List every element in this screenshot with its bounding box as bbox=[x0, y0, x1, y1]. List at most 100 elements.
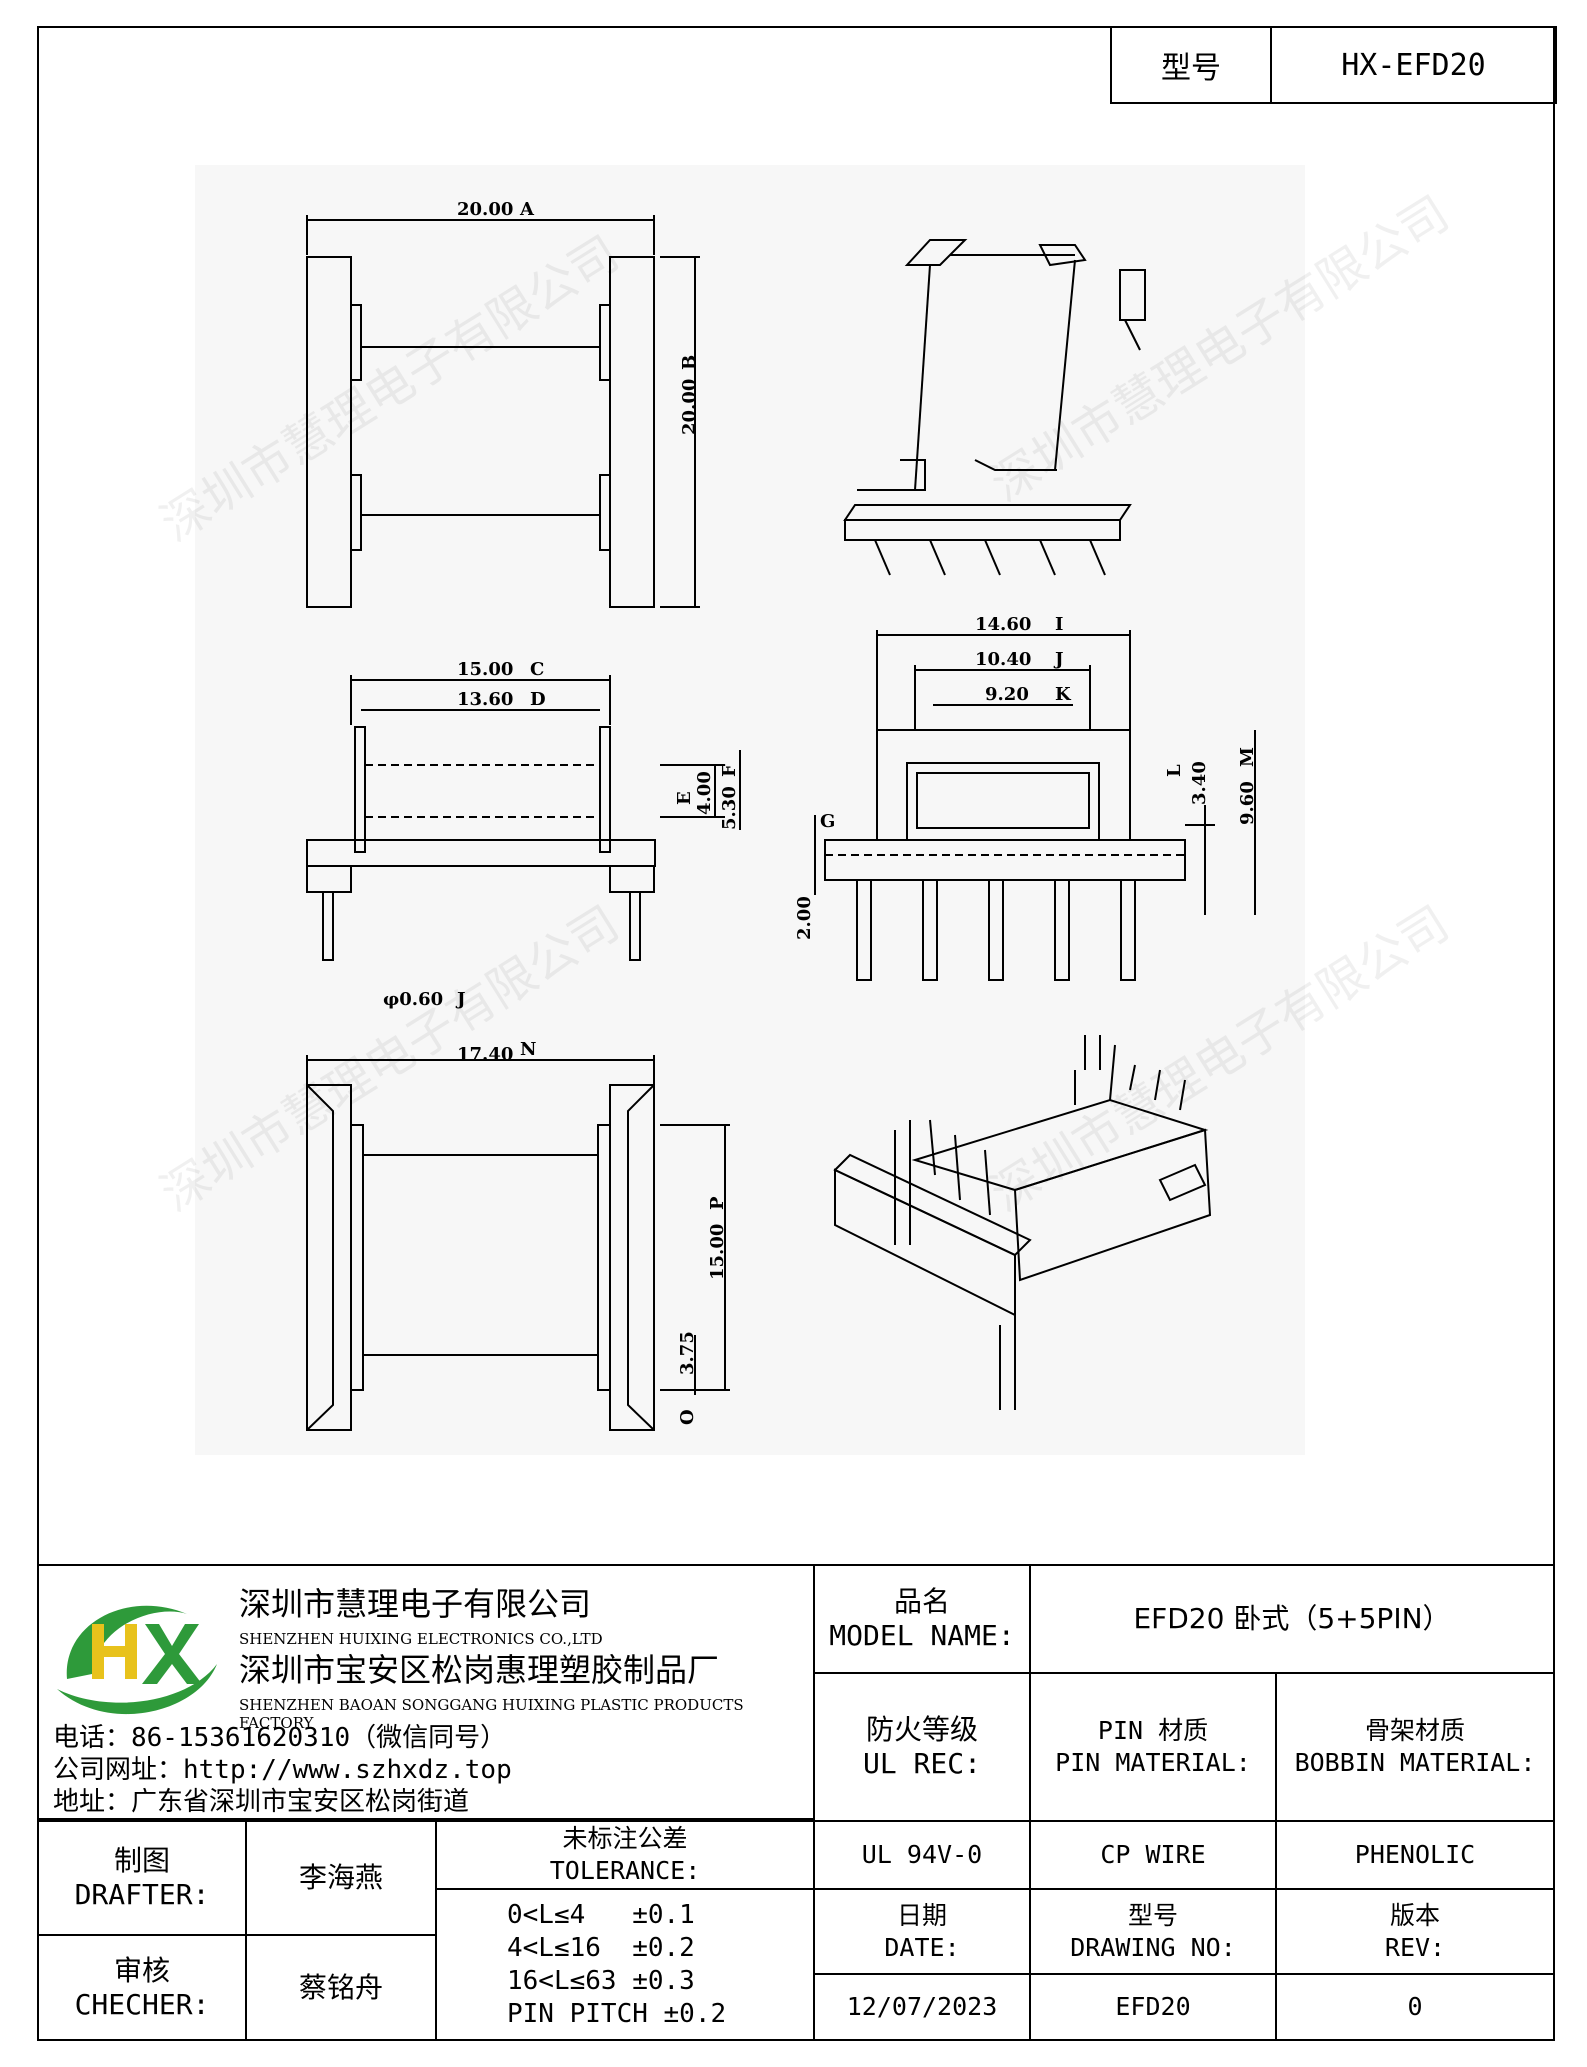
dim-l: 3.40 bbox=[1189, 761, 1210, 805]
ref-c: C bbox=[530, 659, 544, 680]
ref-g: G bbox=[820, 811, 835, 832]
pin-material-en: PIN MATERIAL: bbox=[1055, 1748, 1251, 1777]
tolerance-en: TOLERANCE: bbox=[549, 1856, 701, 1885]
date-label: 日期 DATE: bbox=[813, 1888, 1031, 1975]
drawing-no-value: EFD20 bbox=[1115, 1992, 1191, 2021]
dim-j: 10.40 bbox=[975, 649, 1031, 670]
ul-rec-cn: 防火等级 bbox=[865, 1713, 978, 1746]
ul-rec-label: 防火等级 UL REC: bbox=[813, 1672, 1031, 1822]
rev-label: 版本 REV: bbox=[1275, 1888, 1555, 1975]
drawing-svg: 20.00 A 20.00 B 15.00 C 13.60 D 4.00 E 5… bbox=[306, 199, 1258, 1431]
factory-name-en: SHENZHEN BAOAN SONGGANG HUIXING PLASTIC … bbox=[239, 1696, 744, 1732]
iso-view-bottom bbox=[833, 1035, 1212, 1410]
model-label-cell: 型号 bbox=[1110, 26, 1272, 104]
tolerance-list: 0<L≤4 ±0.1 4<L≤16 ±0.2 16<L≤63 ±0.3 PIN … bbox=[435, 1888, 815, 2041]
bobbin-material-value-cell: PHENOLIC bbox=[1275, 1820, 1555, 1890]
drafter-name-cell: 李海燕 bbox=[245, 1820, 437, 1936]
model-name-en: MODEL NAME: bbox=[829, 1619, 1015, 1652]
model-value: HX-EFD20 bbox=[1341, 47, 1486, 83]
drawing-no-cn: 型号 bbox=[1127, 1900, 1178, 1930]
dim-o: 3.75 bbox=[677, 1331, 698, 1375]
checker-cn: 审核 bbox=[113, 1953, 170, 1987]
rev-value-cell: 0 bbox=[1275, 1973, 1555, 2041]
iso-view-top bbox=[843, 239, 1146, 576]
dim-d: 13.60 bbox=[457, 689, 513, 710]
model-value-cell: HX-EFD20 bbox=[1270, 26, 1557, 104]
drafter-label: 制图 DRAFTER: bbox=[37, 1820, 247, 1936]
dim-p: 15.00 bbox=[707, 1224, 728, 1280]
ref-j: J bbox=[1053, 649, 1064, 670]
tolerance-label: 未标注公差 TOLERANCE: bbox=[435, 1820, 815, 1890]
drafter-cn: 制图 bbox=[113, 1844, 170, 1877]
checker-name-cell: 蔡铭舟 bbox=[245, 1934, 437, 2041]
bobbin-material-en: BOBBIN MATERIAL: bbox=[1294, 1748, 1536, 1777]
dim-pin: φ0.60 bbox=[383, 989, 443, 1010]
date-value-cell: 12/07/2023 bbox=[813, 1973, 1031, 2041]
company-name-cn: 深圳市慧理电子有限公司 bbox=[239, 1585, 592, 1623]
pin-material-label: PIN 材质 PIN MATERIAL: bbox=[1029, 1672, 1277, 1822]
ref-e: E bbox=[674, 791, 695, 805]
tolerance-line: PIN PITCH ±0.2 bbox=[507, 1998, 727, 2029]
checker-name: 蔡铭舟 bbox=[298, 1970, 383, 2004]
bobbin-material-cn: 骨架材质 bbox=[1364, 1716, 1465, 1745]
ref-p: P bbox=[707, 1196, 728, 1210]
model-name-value: EFD20 卧式（5+5PIN） bbox=[1133, 1602, 1451, 1635]
company-name-en: SHENZHEN HUIXING ELECTRONICS CO.,LTD bbox=[239, 1630, 603, 1648]
drawing-no-en: DRAWING NO: bbox=[1070, 1932, 1236, 1962]
tolerance-line: 0<L≤4 ±0.1 bbox=[507, 1899, 695, 1930]
rev-cn: 版本 bbox=[1389, 1900, 1440, 1930]
model-label: 型号 bbox=[1161, 51, 1221, 86]
technical-drawing: 深圳市慧理电子有限公司 深圳市慧理电子有限公司 深圳市慧理电子有限公司 深圳市慧… bbox=[151, 165, 1459, 1455]
dim-f: 5.30 bbox=[719, 786, 740, 830]
ref-f: F bbox=[719, 764, 740, 777]
pin-material-cn: PIN 材质 bbox=[1097, 1716, 1209, 1745]
bottom-view bbox=[306, 1055, 730, 1431]
tolerance-line: 16<L≤63 ±0.3 bbox=[507, 1965, 695, 1996]
ul-rec-en: UL REC: bbox=[862, 1747, 981, 1780]
dim-i: 14.60 bbox=[975, 614, 1031, 635]
ul-rec-value-cell: UL 94V-0 bbox=[813, 1820, 1031, 1890]
bobbin-material-label: 骨架材质 BOBBIN MATERIAL: bbox=[1275, 1672, 1555, 1822]
ul-rec-value: UL 94V-0 bbox=[861, 1840, 983, 1869]
drawing-no-label: 型号 DRAWING NO: bbox=[1029, 1888, 1277, 1975]
drafter-en: DRAFTER: bbox=[74, 1878, 210, 1911]
front-view bbox=[814, 630, 1256, 981]
drafter-name: 李海燕 bbox=[298, 1861, 383, 1894]
ref-a: A bbox=[519, 199, 535, 220]
company-phone: 电话：86-15361620310（微信同号） bbox=[53, 1723, 507, 1753]
factory-name-cn: 深圳市宝安区松岗惠理塑胶制品厂 bbox=[239, 1651, 720, 1689]
ref-pin: J bbox=[455, 989, 466, 1010]
date-value: 12/07/2023 bbox=[846, 1992, 998, 2021]
ref-o: O bbox=[677, 1409, 698, 1425]
rev-en: REV: bbox=[1384, 1932, 1446, 1962]
rev-value: 0 bbox=[1407, 1992, 1423, 2021]
pin-material-value-cell: CP WIRE bbox=[1029, 1820, 1277, 1890]
bobbin-material-value: PHENOLIC bbox=[1354, 1840, 1476, 1869]
ref-d: D bbox=[530, 689, 546, 710]
dim-g: 2.00 bbox=[794, 896, 815, 940]
dim-e: 4.00 bbox=[694, 771, 715, 815]
checker-en: CHECHER: bbox=[74, 1987, 210, 2021]
ref-i: I bbox=[1055, 614, 1063, 635]
company-info: 深圳市慧理电子有限公司 SHENZHEN HUIXING ELECTRONICS… bbox=[37, 1564, 815, 1820]
ref-l: L bbox=[1164, 764, 1185, 777]
date-cn: 日期 bbox=[896, 1900, 947, 1930]
company-website: 公司网址：http://www.szhxdz.top bbox=[53, 1755, 512, 1785]
side-view bbox=[306, 675, 741, 961]
pin-material-value: CP WIRE bbox=[1100, 1840, 1206, 1869]
tolerance-line: 4<L≤16 ±0.2 bbox=[507, 1932, 695, 1963]
ref-k: K bbox=[1055, 684, 1072, 705]
tolerance-cn: 未标注公差 bbox=[562, 1824, 688, 1853]
dim-k: 9.20 bbox=[985, 684, 1029, 705]
dim-b: 20.00 bbox=[679, 379, 700, 435]
checker-label: 审核 CHECHER: bbox=[37, 1934, 247, 2041]
dim-m: 9.60 bbox=[1237, 781, 1258, 825]
model-name-value-cell: EFD20 卧式（5+5PIN） bbox=[1029, 1564, 1555, 1674]
ref-n: N bbox=[520, 1039, 536, 1060]
model-name-cn: 品名 bbox=[893, 1585, 950, 1618]
company-address: 地址：广东省深圳市宝安区松岗街道 bbox=[53, 1787, 470, 1817]
drawing-no-value-cell: EFD20 bbox=[1029, 1973, 1277, 2041]
ref-b: B bbox=[679, 355, 700, 370]
model-name-label: 品名 MODEL NAME: bbox=[813, 1564, 1031, 1674]
date-en: DATE: bbox=[884, 1932, 960, 1962]
